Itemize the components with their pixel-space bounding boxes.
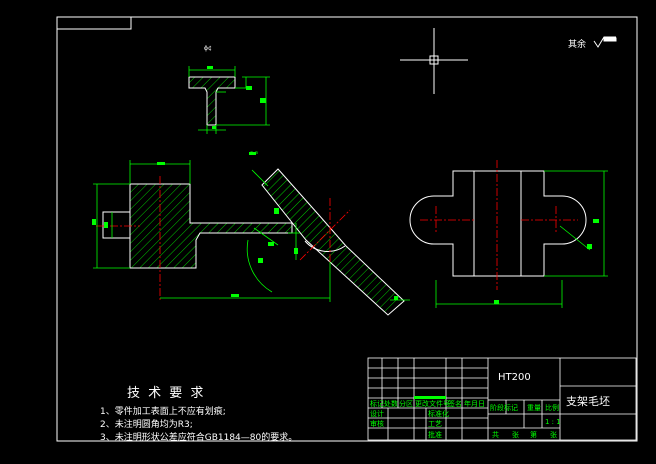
front-view [92, 152, 410, 316]
tech-requirement-item: 1、零件加工表面上不应有划痕; [100, 407, 226, 417]
side-view-label: a-a [250, 150, 258, 156]
tb-cell: 批准 [428, 431, 442, 439]
side-view [409, 160, 608, 308]
part-name: 支架毛坯 [566, 395, 610, 408]
surface-note: 其余 [568, 40, 587, 50]
tb-cell: 重量 [527, 404, 541, 412]
tech-requirement-item: 3、未注明形状公差应符合GB1184—80的要求。 [100, 433, 298, 443]
tb-cell: 张 [550, 431, 557, 439]
title-block-fill [414, 396, 446, 399]
tb-cell: 工艺 [428, 420, 442, 428]
tb-cell: 标准化 [428, 410, 449, 418]
tb-cell: 比例 [545, 404, 559, 412]
tb-cell: 处数 [384, 400, 398, 408]
tb-cell: 共 [492, 431, 499, 439]
crosshair-cursor [400, 28, 468, 94]
tb-cell: 审核 [370, 420, 384, 428]
tb-cell: 签名 [448, 400, 462, 408]
section-view-top [188, 66, 270, 134]
surface-finish-symbol [593, 36, 617, 48]
tb-cell: 标记 [370, 400, 384, 408]
tb-cell: 第 [530, 431, 537, 439]
tb-cell: 张 [512, 431, 519, 439]
tb-cell: 更改文件号 [415, 400, 450, 408]
tb-cell: 分区 [399, 400, 413, 408]
tb-cell: 设计 [370, 410, 384, 418]
tech-requirements-title: 技 术 要 求 [127, 386, 206, 401]
top-view-label: ϕ¢ [204, 45, 212, 52]
tb-cell: 阶段标记 [490, 404, 518, 412]
tb-cell: 年月日 [464, 400, 485, 408]
drawing-frame [56, 16, 638, 442]
title-block-scale: 1 : 1 [545, 418, 561, 426]
material-label: HT200 [498, 372, 531, 383]
tech-requirement-item: 2、未注明圆角均为R3; [100, 420, 193, 430]
